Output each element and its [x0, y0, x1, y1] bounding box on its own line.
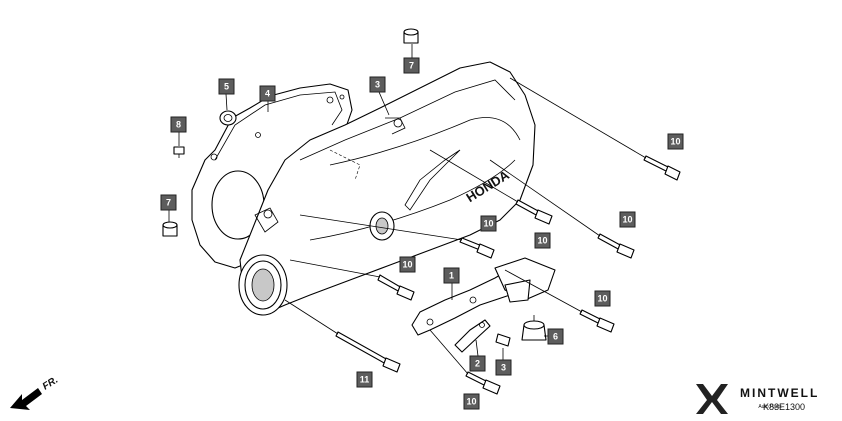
crankcase-cover: HONDA — [238, 61, 536, 316]
callout-7-top: 7 — [403, 57, 420, 74]
brand-logo-text: MINTWELL — [740, 386, 819, 400]
svg-text:8: 8 — [176, 120, 181, 130]
callout-4: 4 — [259, 85, 276, 102]
svg-text:7: 7 — [166, 198, 171, 208]
callout-10-c: 10 — [534, 232, 551, 249]
callout-5: 5 — [218, 78, 235, 95]
callout-3-bottom: 3 — [495, 359, 512, 376]
svg-text:7: 7 — [409, 61, 414, 71]
mintwell-logo-icon — [696, 384, 728, 414]
svg-text:3: 3 — [375, 80, 380, 90]
svg-text:10: 10 — [597, 294, 607, 304]
callout-10-e: 10 — [399, 256, 416, 273]
dowel-pin-7-top — [403, 28, 419, 44]
callout-10-g: 10 — [463, 393, 480, 410]
svg-text:10: 10 — [402, 260, 412, 270]
callout-10-b: 10 — [619, 211, 636, 228]
callout-10-f: 10 — [594, 290, 611, 307]
callout-1: 1 — [443, 267, 460, 284]
mintwell-logo: MINTWELL Auto Parts K83E1300 — [696, 384, 819, 414]
callout-11: 11 — [356, 371, 373, 388]
svg-text:1: 1 — [449, 271, 454, 281]
callout-10-a: 10 — [667, 133, 684, 150]
svg-text:10: 10 — [670, 137, 680, 147]
svg-text:3: 3 — [501, 363, 506, 373]
leader-lines — [168, 44, 647, 375]
gasket-plate — [191, 83, 353, 269]
svg-text:2: 2 — [475, 359, 480, 369]
svg-text:10: 10 — [622, 215, 632, 225]
svg-text:4: 4 — [265, 89, 270, 99]
svg-text:5: 5 — [224, 82, 229, 92]
brand-sub-text: Auto Parts — [758, 404, 782, 410]
stay-2 — [454, 319, 491, 353]
svg-text:10: 10 — [537, 236, 547, 246]
oil-seal-5 — [219, 110, 237, 126]
rubber-damper-6 — [521, 315, 547, 341]
diagram-code: K83E1300 — [763, 402, 805, 412]
callout-8: 8 — [170, 116, 187, 133]
svg-text:6: 6 — [553, 332, 558, 342]
callout-6: 6 — [547, 328, 564, 345]
bolt-set — [335, 155, 681, 395]
svg-text:11: 11 — [360, 375, 370, 385]
callout-10-d: 10 — [480, 215, 497, 232]
callout-7-left: 7 — [160, 194, 177, 211]
front-direction-label: FR. — [41, 375, 60, 393]
bolt-8 — [173, 146, 185, 158]
svg-text:10: 10 — [483, 219, 493, 229]
front-direction-arrow: FR. — [10, 375, 60, 410]
callout-2: 2 — [469, 355, 486, 372]
svg-text:10: 10 — [466, 397, 476, 407]
dowel-pin-7-left — [162, 221, 178, 237]
callout-3-top: 3 — [369, 76, 386, 93]
